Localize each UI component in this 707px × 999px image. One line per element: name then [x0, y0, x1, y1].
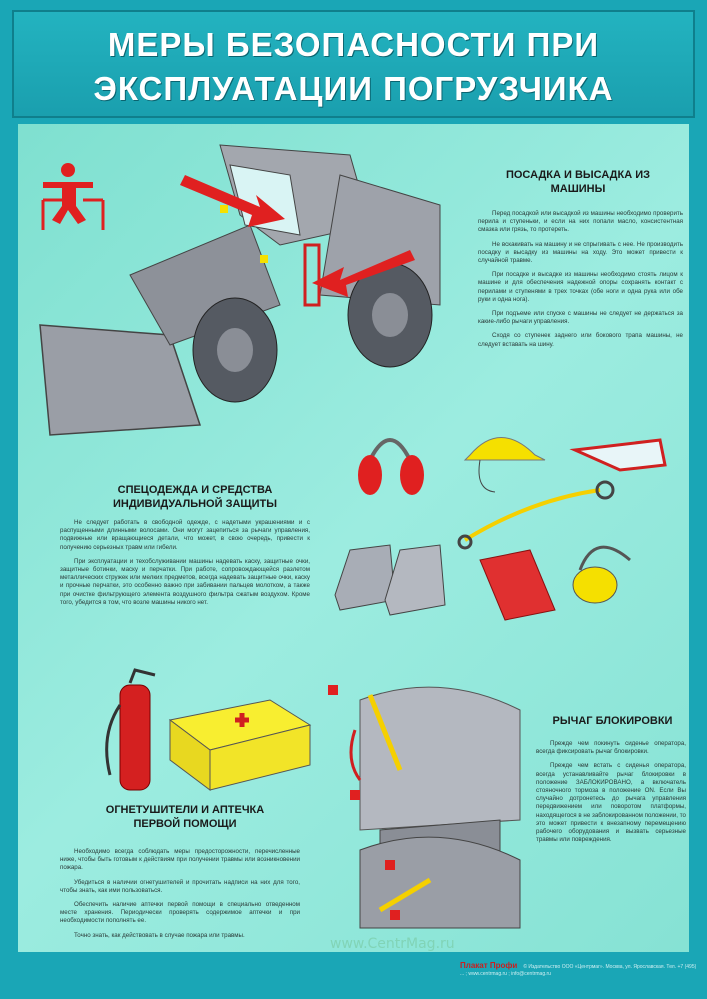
section-heading: СПЕЦОДЕЖДА И СРЕДСТВА ИНДИВИДУАЛЬНОЙ ЗАЩ… [112, 484, 278, 510]
lock-icon [328, 685, 338, 695]
first-aid-kit-icon [168, 699, 312, 791]
footer: Плакат Профи© Издательство ООО «Центрмаг… [460, 962, 700, 984]
safety-harness-icon [457, 480, 615, 550]
section-heading: РЫЧАГ БЛОКИРОВКИ [552, 715, 673, 727]
section-text: Не следует работать в свободной одежде, … [60, 519, 310, 606]
fire-extinguisher-icon [105, 668, 156, 791]
watermark: www.CentrMag.ru [330, 936, 455, 952]
section-heading: ПОСАДКА И ВЫСАДКА ИЗ МАШИНЫ [505, 169, 651, 195]
safety-glasses-icon [569, 438, 667, 472]
title-line-2: ЭКСПЛУАТАЦИИ ПОГРУЗЧИКА [93, 70, 614, 107]
gloves-icon [479, 549, 556, 621]
publisher-logo: Плакат Профи [460, 961, 518, 970]
arrow-icon [180, 175, 285, 227]
respirator-icon [572, 545, 631, 604]
section-heading: ОГНЕТУШИТЕЛИ И АПТЕЧКА ПЕРВОЙ ПОМОЩИ [105, 804, 265, 830]
section-text: Прежде чем покинуть сиденье оператора, в… [536, 740, 686, 844]
arrow-icon [312, 250, 415, 297]
boots-icon [334, 544, 446, 616]
footer-text: © Издательство ООО «Центрмаг». Москва, у… [460, 964, 697, 977]
loader-illustration [39, 144, 441, 436]
section-text: Перед посадкой или высадкой из машины не… [478, 210, 683, 348]
extinguisher-first-aid-illustration [105, 668, 312, 791]
title-banner: МЕРЫ БЕЗОПАСНОСТИ ПРИ ЭКСПЛУАТАЦИИ ПОГРУ… [12, 10, 695, 118]
title-line-1: МЕРЫ БЕЗОПАСНОСТИ ПРИ [107, 26, 600, 63]
ear-muffs-icon [358, 438, 424, 495]
section-text: Необходимо всегда соблюдать меры предост… [60, 848, 300, 939]
no-jumping-pictogram [41, 163, 105, 230]
unlock-icon [350, 790, 360, 800]
unlock-icon [390, 910, 400, 920]
hard-hat-icon [463, 437, 546, 493]
ppe-illustration [334, 437, 667, 621]
lock-lever-illustration [328, 685, 521, 929]
lock-icon [385, 860, 395, 870]
